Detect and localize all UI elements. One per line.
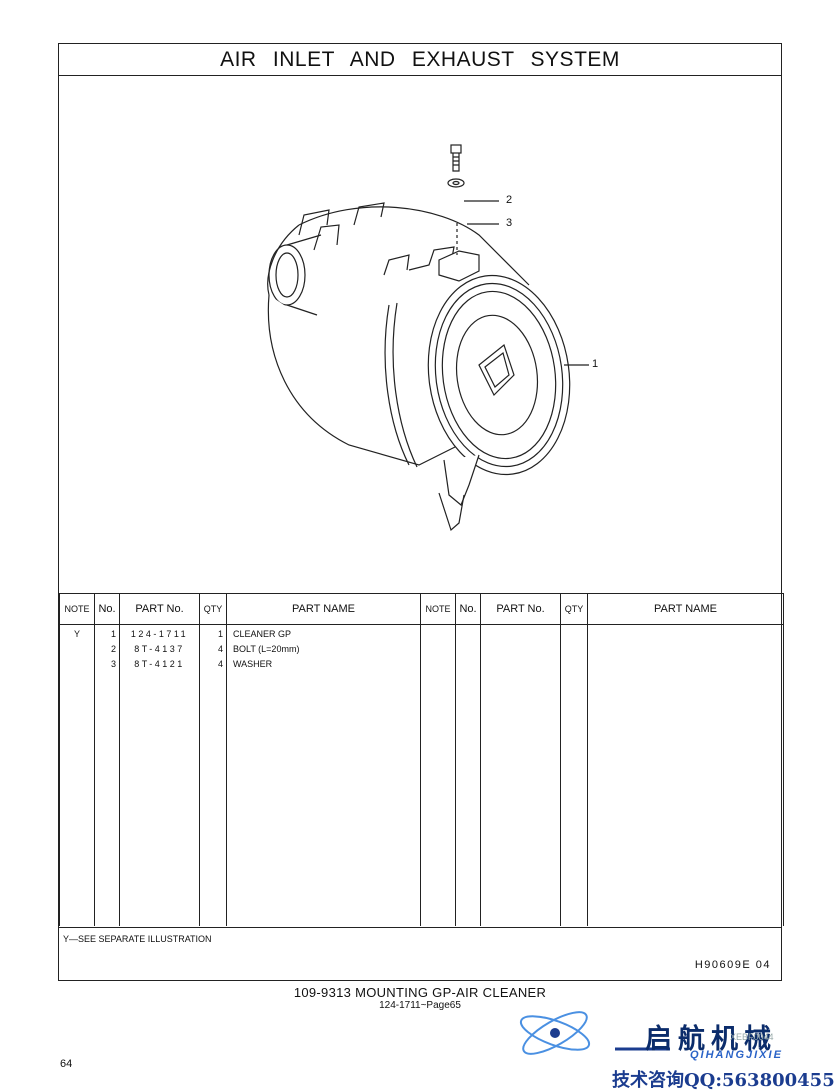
- header-qty-right: QTY: [560, 593, 588, 625]
- table-cell-qty: 1: [217, 629, 223, 639]
- table-header-row: NOTE No. PART No. QTY PART NAME NOTE No.…: [59, 593, 784, 625]
- callout-3: 3: [506, 217, 513, 229]
- header-part-name-right: PART NAME: [587, 593, 784, 625]
- header-part-no-right: PART No.: [480, 593, 561, 625]
- qty-column: 1 4 4: [199, 624, 227, 926]
- illustration-code: H90609E 04: [694, 959, 771, 971]
- table-cell-part-no: 8T-4121: [134, 659, 185, 669]
- table-cell-no: 1: [110, 629, 116, 639]
- part-no-column-right: [480, 624, 561, 926]
- header-part-no: PART No.: [119, 593, 200, 625]
- table-cell-part-name: BOLT (L=20mm): [233, 644, 300, 654]
- table-cell-part-name: CLEANER GP: [233, 629, 292, 639]
- no-column: 1 2 3: [94, 624, 120, 926]
- page-caption: 109-9313 MOUNTING GP-AIR CLEANER 124-171…: [0, 985, 840, 1011]
- watermark-pinyin: QIHANGJIXIE: [690, 1049, 783, 1061]
- header-note-right: NOTE: [420, 593, 456, 625]
- part-no-column: 124-1711 8T-4137 8T-4121: [119, 624, 200, 926]
- table-cell-qty: 4: [217, 659, 223, 669]
- footnote: Y—SEE SEPARATE ILLUSTRATION: [63, 934, 212, 944]
- caption-sub: 124-1711~Page65: [379, 1000, 461, 1011]
- table-cell-part-name: WASHER: [233, 659, 273, 669]
- air-cleaner-illustration: 2 3 1: [59, 75, 781, 593]
- header-note: NOTE: [59, 593, 95, 625]
- header-qty: QTY: [199, 593, 227, 625]
- caption-main: 109-9313 MOUNTING GP-AIR CLEANER: [293, 985, 547, 1000]
- watermark-code: XEBF0044: [730, 1032, 774, 1042]
- qty-column-right: [560, 624, 588, 926]
- part-name-column-right: [587, 624, 784, 926]
- note-column-right: [420, 624, 456, 926]
- table-cell-part-no: 8T-4137: [134, 644, 185, 654]
- part-name-column: CLEANER GP BOLT (L=20mm) WASHER: [226, 624, 421, 926]
- callout-2: 2: [506, 194, 513, 206]
- watermark-contact: 技术咨询QQ:563800455: [612, 1070, 835, 1091]
- table-cell-part-no: 124-1711: [130, 629, 189, 639]
- table-body: Y 1 2 3 124-1711 8T-4137 8T-4121 1 4: [59, 624, 784, 926]
- no-column-right: [455, 624, 481, 926]
- page-number: 64: [60, 1058, 73, 1070]
- header-no-right: No.: [455, 593, 481, 625]
- table-cell-note: [63, 657, 91, 672]
- table-cell-qty: 4: [217, 644, 223, 654]
- watermark-logo-icon: [519, 1011, 670, 1055]
- table-cell-note: Y: [73, 629, 80, 639]
- header-no: No.: [94, 593, 120, 625]
- watermark-chinese: 启航机械: [645, 1024, 777, 1055]
- page-title: AIR INLET AND EXHAUST SYSTEM: [59, 44, 781, 76]
- note-column: Y: [59, 624, 95, 926]
- air-cleaner-drawing: [267, 144, 589, 532]
- header-part-name: PART NAME: [226, 593, 421, 625]
- callout-1: 1: [592, 358, 599, 370]
- parts-page-frame: AIR INLET AND EXHAUST SYSTEM: [58, 43, 784, 981]
- parts-table: NOTE No. PART No. QTY PART NAME NOTE No.…: [59, 593, 784, 926]
- table-cell-no: 3: [110, 659, 116, 669]
- table-cell-no: 2: [110, 644, 116, 654]
- notes-section: Y—SEE SEPARATE ILLUSTRATION H90609E 04: [59, 927, 781, 981]
- table-cell-note: [63, 642, 91, 657]
